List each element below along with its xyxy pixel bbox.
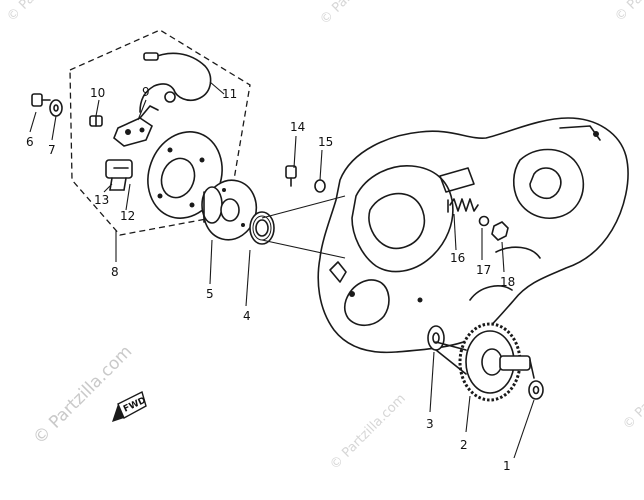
callout-9: 9 xyxy=(142,85,150,99)
watermark-top-left: © Partzilla.com xyxy=(4,0,86,25)
callout-13: 13 xyxy=(94,193,109,207)
crankcase xyxy=(317,117,629,354)
part-1-washer xyxy=(528,380,544,400)
callout-18: 18 xyxy=(500,275,515,289)
part-16-spring xyxy=(447,198,479,213)
alignment-line-lower xyxy=(261,239,346,259)
part-18-nut xyxy=(491,221,509,241)
watermark-top-mid: © Partzilla.com xyxy=(317,0,399,28)
watermark-center: © Partzilla.com xyxy=(327,391,409,473)
part-4-seal xyxy=(249,211,275,245)
part-15-washer xyxy=(314,179,326,193)
callout-1: 1 xyxy=(503,459,511,473)
watermark-top-right: © Partzilla.com xyxy=(612,0,644,25)
callout-15: 15 xyxy=(318,135,333,149)
forward-arrow: FWD xyxy=(112,390,148,422)
callout-12: 12 xyxy=(120,209,135,223)
callout-2: 2 xyxy=(460,438,468,452)
part-10-screw xyxy=(89,115,103,127)
part-14-screw xyxy=(285,165,297,187)
part-17-ball xyxy=(478,215,490,227)
part-9-pickup-coil xyxy=(113,105,159,147)
part-11-wire-harness xyxy=(139,52,212,113)
callout-4: 4 xyxy=(243,309,251,323)
callout-14: 14 xyxy=(290,120,305,134)
part-5-pump-assembly xyxy=(201,179,258,241)
watermark-main: © Partzilla.com xyxy=(29,342,136,449)
part-2-gear xyxy=(435,322,535,402)
callout-7: 7 xyxy=(48,143,56,157)
part-11-connector xyxy=(143,52,159,61)
part-3-washer xyxy=(427,325,445,351)
callout-17: 17 xyxy=(476,263,491,277)
part-7-washer xyxy=(49,99,63,117)
leader-lines xyxy=(29,81,535,459)
part-13-stator-coil xyxy=(105,159,133,191)
part-11-grommet xyxy=(164,91,176,103)
watermark-right-mid: © Partzilla.com xyxy=(620,351,644,433)
callout-numbers: 1 2 3 4 5 6 7 8 9 10 11 12 13 14 15 16 1… xyxy=(26,85,515,473)
alignment-line-upper xyxy=(261,195,346,219)
callout-10: 10 xyxy=(90,86,105,100)
callout-16: 16 xyxy=(450,251,465,265)
callout-3: 3 xyxy=(426,417,434,431)
part-6-bolt xyxy=(31,93,51,107)
callout-5: 5 xyxy=(206,287,214,301)
callout-11: 11 xyxy=(222,87,237,101)
callout-6: 6 xyxy=(26,135,34,149)
callout-8: 8 xyxy=(111,265,119,279)
